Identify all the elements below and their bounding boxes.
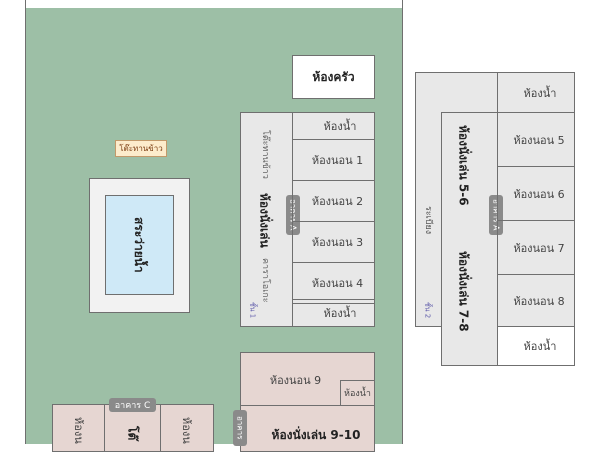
a2-room-label: ห้องนอน 5 bbox=[513, 133, 565, 147]
a2-room-bath-bottom bbox=[497, 326, 575, 366]
a1-room-label: ห้องนอน 1 bbox=[311, 154, 364, 167]
a1-floor-label: ชั้น 1 bbox=[248, 301, 257, 319]
a2-building-tag: อาคาร A bbox=[489, 195, 503, 235]
a1-building-tag: อาคาร A bbox=[286, 195, 300, 235]
b-divider bbox=[240, 405, 375, 406]
a2-floor-label: ชั้น 2 bbox=[423, 301, 432, 319]
a1-room-label: ห้องนอน 3 bbox=[311, 236, 364, 249]
pool-label: สระว่ายน้ำ bbox=[132, 217, 146, 273]
c-divider-left bbox=[104, 404, 105, 452]
kitchen-label: ห้องครัว bbox=[312, 69, 355, 84]
a1-room-label: ห้องนอน 2 bbox=[311, 195, 364, 208]
pool bbox=[105, 195, 174, 295]
a2-room-label: ห้องน้ำ bbox=[523, 340, 557, 353]
a2-balcony: ระเบียง bbox=[423, 205, 433, 235]
c-right-room: ห้องน bbox=[180, 416, 193, 444]
a1-room-label: ห้องน้ำ bbox=[323, 307, 357, 320]
a1-living-room: ห้องนั่งเล่น bbox=[257, 192, 272, 248]
a1-room-bath-bottom bbox=[292, 299, 375, 327]
a1-room-label: ห้องนอน 4 bbox=[311, 277, 364, 290]
a2-living-block bbox=[441, 112, 498, 366]
building-b bbox=[240, 352, 375, 452]
a1-room-label: ห้องน้ำ bbox=[323, 120, 357, 133]
a2-room-label: ห้องนอน 6 bbox=[513, 187, 565, 201]
b-bedroom-9: ห้องนอน 9 bbox=[269, 374, 322, 387]
a2-living-room-5-6: ห้องนั่งเล่น 5-6 bbox=[456, 124, 471, 206]
b-bathroom-label: ห้องน้ำ bbox=[344, 389, 371, 399]
a1-karaoke: คาราโอเกะ bbox=[260, 257, 270, 303]
a1-room-bed4 bbox=[292, 262, 375, 304]
a2-room-label: ห้องน้ำ bbox=[523, 86, 557, 100]
c-divider-right bbox=[160, 404, 161, 452]
a1-dining-area: โต๊ะทานข้าว bbox=[260, 129, 270, 179]
b-building-tag: อาคาร bbox=[233, 410, 247, 446]
kitchen bbox=[292, 55, 375, 99]
c-left-room: ห้องน bbox=[72, 416, 85, 444]
dining-table-tag: โต๊ะทานข้าว bbox=[115, 140, 167, 157]
a2-room-label: ห้องนอน 7 bbox=[513, 241, 565, 255]
c-building-tag: อาคาร C bbox=[109, 398, 156, 412]
b-living-room: ห้องนั่งเล่น 9-10 bbox=[271, 427, 361, 442]
a2-living-room-7-8: ห้องนั่งเล่น 7-8 bbox=[456, 250, 471, 332]
c-middle-label: โต๊ bbox=[125, 425, 140, 441]
a2-room-label: ห้องนอน 8 bbox=[513, 294, 565, 308]
